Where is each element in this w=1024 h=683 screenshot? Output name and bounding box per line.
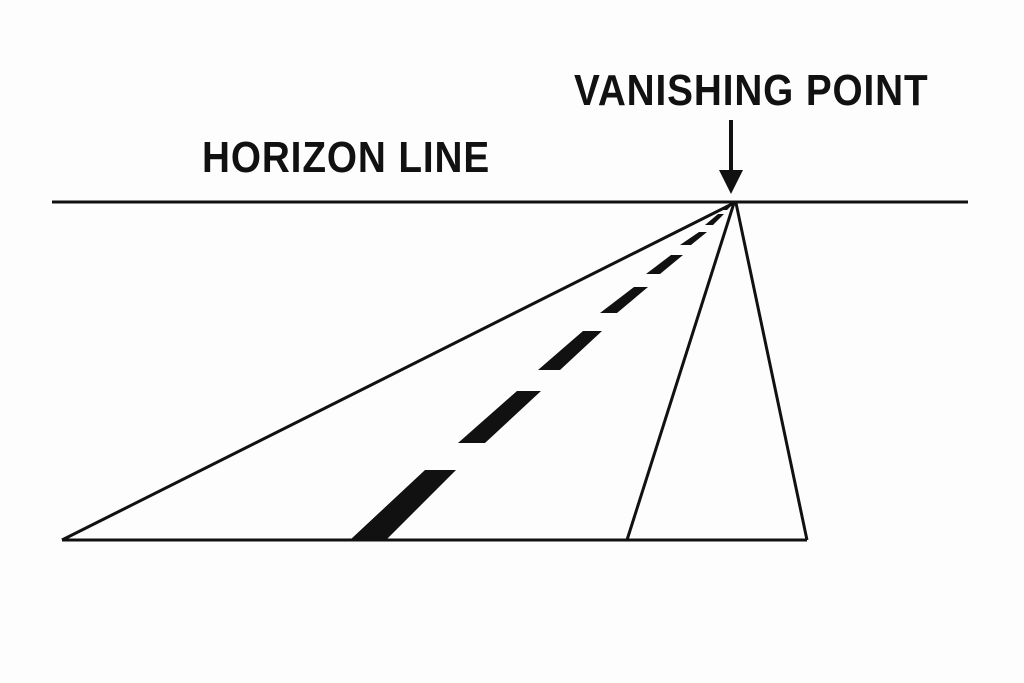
center-dash-3 bbox=[538, 331, 602, 370]
center-dash-1 bbox=[350, 470, 456, 540]
arrow-head bbox=[719, 170, 743, 194]
center-dash-2 bbox=[458, 391, 541, 443]
road-inner-right-edge bbox=[625, 202, 736, 541]
vanishing-point-label: VANISHING POINT bbox=[574, 66, 929, 115]
center-dash-7 bbox=[705, 214, 724, 225]
road-outer-right-edge bbox=[734, 202, 809, 541]
road-center-dashes bbox=[350, 204, 733, 540]
vanishing-point-arrow bbox=[719, 120, 743, 194]
center-dash-6 bbox=[680, 232, 707, 245]
center-dash-8 bbox=[722, 204, 733, 210]
center-dash-5 bbox=[646, 255, 683, 274]
road-left-edge bbox=[61, 201, 735, 542]
horizon-line-label: HORIZON LINE bbox=[202, 133, 491, 182]
center-dash-4 bbox=[600, 287, 648, 313]
